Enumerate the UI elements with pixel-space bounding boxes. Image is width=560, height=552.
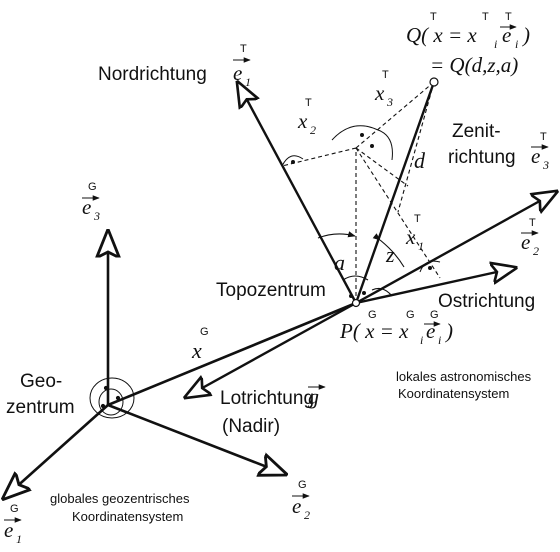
global-axis-e1 — [4, 404, 109, 498]
q-formula-line1: Q( x = x — [406, 23, 477, 47]
north-sup-t: T — [240, 43, 247, 55]
east-label: Ostrichtung — [438, 291, 535, 312]
svg-text:e: e — [292, 494, 301, 518]
svg-text:T: T — [540, 131, 547, 143]
q-sup-t2: T — [482, 11, 489, 23]
svg-text:1: 1 — [16, 532, 22, 546]
svg-text:3: 3 — [93, 209, 100, 223]
arc-a — [317, 231, 356, 239]
global-e1-label: G e 1 — [4, 503, 22, 546]
global-system-caption-1: globales geozentrisches — [50, 491, 190, 506]
local-system-caption-1: lokales astronomisches — [396, 369, 532, 384]
x2-label: T x 2 — [297, 97, 316, 137]
zenith-e: e — [531, 144, 540, 168]
nadir-label: (Nadir) — [222, 416, 280, 437]
north-e-sub: 1 — [245, 75, 251, 89]
topocentre-label: Topozentrum — [216, 280, 326, 301]
svg-text:T: T — [529, 217, 536, 229]
point-q — [429, 77, 439, 87]
p-formula-line: P( x = x — [339, 319, 409, 343]
local-axis-east — [355, 268, 515, 305]
svg-text:G: G — [368, 309, 377, 321]
svg-text:e: e — [426, 319, 435, 343]
local-axis-zenith — [355, 192, 556, 305]
svg-text:G: G — [430, 309, 439, 321]
svg-text:i: i — [420, 333, 423, 347]
label-a: a — [334, 250, 345, 275]
svg-text:1: 1 — [418, 239, 424, 253]
plumb-label-group: Lotrichtung g (Nadir) — [220, 384, 326, 437]
q-e: e — [502, 23, 511, 47]
svg-text:T: T — [305, 97, 312, 109]
svg-text:e: e — [82, 195, 91, 219]
svg-text:x: x — [405, 225, 416, 249]
q-sup-t3: T — [505, 11, 512, 23]
svg-text:3: 3 — [386, 95, 393, 109]
local-axes — [186, 82, 556, 397]
plumb-line-g — [186, 301, 357, 397]
q-sub-i: i — [494, 37, 497, 51]
geocentre-angle-marks — [89, 377, 135, 419]
zenith-label-line2: richtung — [448, 147, 516, 168]
global-system-caption-2: Koordinatensystem — [72, 509, 183, 524]
svg-text:x: x — [191, 338, 202, 363]
label-z: z — [385, 242, 395, 267]
q-formula-line2: = Q(d,z,a) — [430, 53, 518, 77]
east-label-group: T e 2 Ostrichtung — [438, 217, 539, 312]
svg-text:T: T — [414, 213, 421, 225]
q-formula: Q( x = x i e i ) T T T = Q(d,z,a) — [406, 11, 530, 77]
north-label: Nordrichtung — [98, 64, 207, 85]
svg-text:x: x — [297, 109, 308, 133]
local-axis-north — [238, 83, 358, 304]
svg-text:2: 2 — [304, 508, 310, 522]
q-sup-t1: T — [430, 11, 437, 23]
global-e3-label: G e 3 — [82, 181, 100, 223]
arc-z — [372, 233, 405, 268]
plumb-g: g — [308, 384, 319, 409]
svg-text:x: x — [374, 81, 385, 105]
position-vector-label: G x — [191, 326, 209, 363]
svg-text:2: 2 — [310, 123, 316, 137]
geocentre-label-1: Geo- — [20, 371, 62, 392]
svg-text:G: G — [200, 326, 209, 338]
north-label-group: Nordrichtung T e 1 — [98, 43, 251, 89]
x3-label: T x 3 — [374, 69, 393, 109]
p-formula: P( x = x G G G i e i ) — [339, 309, 453, 347]
right-angle-marks — [281, 125, 441, 298]
svg-text:G: G — [298, 479, 307, 491]
north-e: e — [233, 61, 242, 85]
global-e2-label: G e 2 — [292, 479, 310, 522]
vector-d — [354, 81, 436, 304]
zenith-label-group: Zenit- richtung T e 3 — [448, 121, 549, 172]
svg-text:G: G — [406, 309, 415, 321]
east-e-sub: 2 — [533, 244, 539, 258]
svg-text:G: G — [88, 181, 97, 193]
position-vector-x — [107, 301, 357, 407]
angle-arcs — [317, 231, 405, 297]
q-e-sub-i: i — [515, 37, 518, 51]
svg-text:i: i — [438, 333, 441, 347]
local-system-caption-2: Koordinatensystem — [398, 386, 509, 401]
svg-text:e: e — [4, 518, 13, 542]
east-e: e — [521, 230, 530, 254]
plumb-label: Lotrichtung — [220, 388, 314, 409]
zenith-label-line1: Zenit- — [452, 121, 501, 142]
x1-label: T x 1 — [405, 213, 424, 253]
svg-text:G: G — [10, 503, 19, 515]
zenith-e-sub: 3 — [542, 158, 549, 172]
svg-text:T: T — [382, 69, 389, 81]
point-p-topocentre — [351, 298, 361, 308]
label-d: d — [414, 148, 426, 173]
q-close: ) — [522, 23, 530, 47]
global-axis-e2 — [107, 403, 285, 474]
global-axes — [4, 232, 357, 498]
svg-text:): ) — [445, 319, 453, 343]
geocentre-label-2: zentrum — [6, 397, 75, 418]
